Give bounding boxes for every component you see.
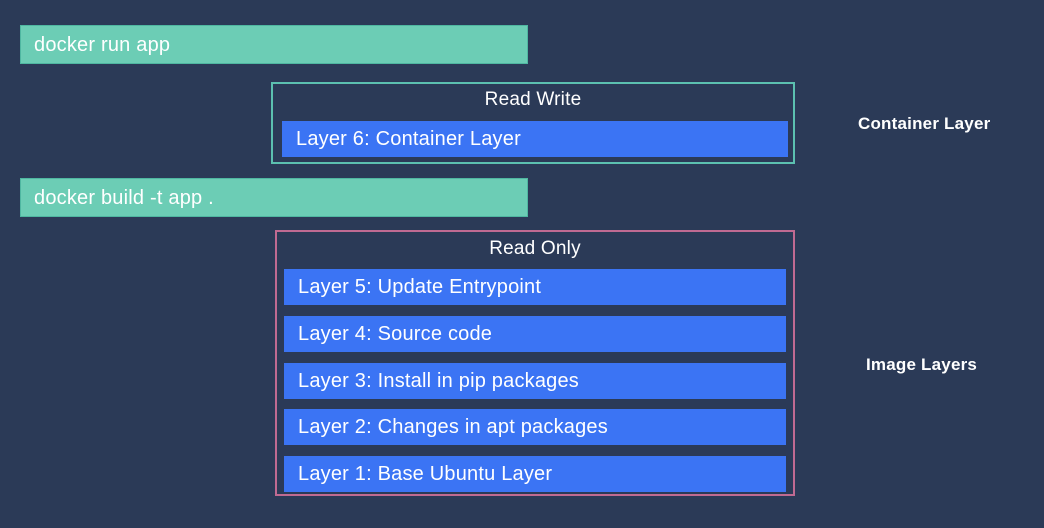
image-layers-group: Read Only Layer 5: Update Entrypoint Lay… <box>275 230 795 496</box>
layer-label-5: Layer 5: Update Entrypoint <box>298 276 542 298</box>
layer-label-1: Layer 1: Base Ubuntu Layer <box>298 463 553 485</box>
image-group-caption: Read Only <box>489 238 581 259</box>
layer-label-4: Layer 4: Source code <box>298 323 493 345</box>
layer-label-3: Layer 3: Install in pip packages <box>298 370 580 392</box>
command-text-docker-build: docker build -t app . <box>34 186 214 209</box>
layer-label-6: Layer 6: Container Layer <box>296 128 521 150</box>
layer-bar-5: Layer 5: Update Entrypoint <box>284 269 786 305</box>
layer-bar-1: Layer 1: Base Ubuntu Layer <box>284 456 786 492</box>
layer-label-2: Layer 2: Changes in apt packages <box>298 416 608 438</box>
command-bar-docker-build: docker build -t app . <box>20 178 528 217</box>
command-text-docker-run: docker run app <box>34 33 171 56</box>
layer-bar-4: Layer 4: Source code <box>284 316 786 352</box>
container-layer-group: Read Write Layer 6: Container Layer <box>271 82 795 164</box>
annotation-image-layers: Image Layers <box>866 355 978 374</box>
command-bar-docker-run: docker run app <box>20 25 528 64</box>
layer-bar-2: Layer 2: Changes in apt packages <box>284 409 786 445</box>
container-group-caption: Read Write <box>484 89 582 110</box>
layer-bar-6: Layer 6: Container Layer <box>282 121 788 157</box>
layer-bar-3: Layer 3: Install in pip packages <box>284 363 786 399</box>
annotation-container-layer: Container Layer <box>858 114 991 133</box>
